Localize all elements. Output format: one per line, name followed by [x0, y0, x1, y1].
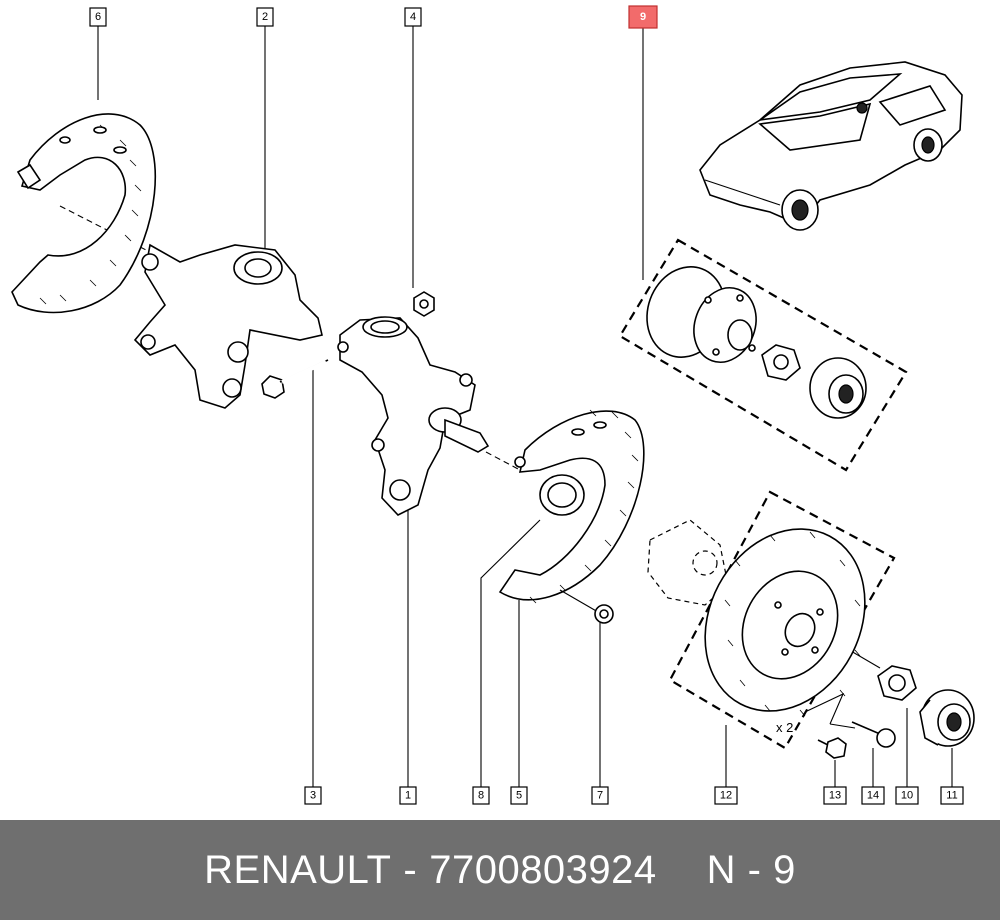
screw-part-7	[559, 589, 614, 624]
svg-text:13: 13	[829, 790, 841, 802]
svg-text:10: 10	[901, 790, 913, 802]
hub-kit-contents	[646, 266, 867, 419]
svg-text:6: 6	[95, 11, 101, 23]
callout-9-highlighted[interactable]: 9	[628, 5, 658, 29]
brand-name: RENAULT	[204, 847, 392, 892]
wheel-bearing-part-11	[919, 689, 975, 747]
exploded-view-diagram: x 2 6 2 4 9 3 1 8	[11, 5, 975, 805]
disc-kit-dashed-frame	[668, 490, 896, 750]
dust-shield-front	[498, 409, 645, 604]
callout-10: 10	[895, 786, 919, 805]
svg-text:11: 11	[946, 790, 957, 802]
quantity-annotation: x 2	[776, 720, 793, 735]
part-number: 7700803924	[429, 847, 657, 892]
svg-text:12: 12	[720, 790, 732, 802]
callout-7: 7	[591, 786, 609, 805]
callout-14: 14	[861, 786, 885, 805]
steering-knuckle-rear	[133, 243, 323, 409]
svg-text:14: 14	[867, 790, 879, 802]
svg-text:5: 5	[516, 790, 522, 802]
leader-lines	[59, 26, 953, 787]
brake-disc-part-12	[704, 528, 866, 717]
seal-ring-part-8	[539, 474, 585, 516]
car-illustration	[699, 61, 963, 231]
callout-11: 11	[940, 786, 964, 805]
hub-nut-part-10	[877, 665, 917, 701]
diagram-reference: N - 9	[706, 847, 796, 892]
nut-part-4	[413, 291, 435, 317]
svg-text:1: 1	[405, 790, 411, 802]
dust-shield-left	[11, 113, 157, 314]
svg-text:8: 8	[478, 790, 484, 802]
svg-text:2: 2	[262, 11, 268, 23]
steering-knuckle-front	[337, 316, 490, 516]
part-info-footer: RENAULT - 7700803924 N - 9	[0, 820, 1000, 920]
svg-text:4: 4	[410, 11, 416, 23]
callout-1: 1	[399, 786, 417, 805]
callout-6: 6	[89, 7, 107, 27]
svg-text:7: 7	[597, 790, 603, 802]
callout-2: 2	[256, 7, 274, 27]
hub-kit-dashed-frame	[618, 238, 908, 472]
bolt-part-3	[261, 359, 329, 399]
bolt-part-14	[851, 721, 896, 748]
callout-3: 3	[304, 786, 322, 805]
svg-text:9: 9	[640, 11, 646, 23]
svg-text:3: 3	[310, 790, 316, 802]
bolt-part-13	[817, 737, 847, 759]
callout-8: 8	[472, 786, 490, 805]
callout-12: 12	[714, 786, 738, 805]
callout-13: 13	[823, 786, 847, 805]
footer-separator: -	[403, 847, 418, 892]
callout-4: 4	[404, 7, 422, 27]
callout-5: 5	[510, 786, 528, 805]
